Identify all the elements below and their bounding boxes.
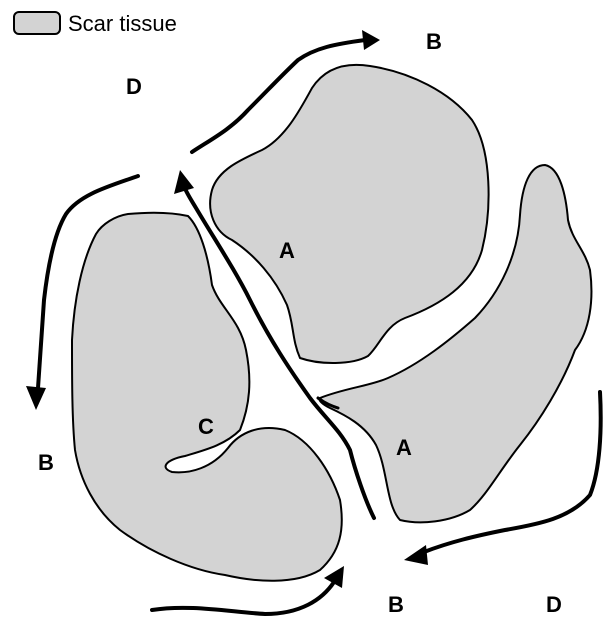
label-c: C (198, 414, 214, 439)
legend-label: Scar tissue (68, 11, 177, 36)
channel-bottom-arc (152, 582, 334, 614)
arrowhead-top-b (362, 30, 380, 50)
label-b-bottom: B (388, 592, 404, 617)
scar-region-upper-right (210, 65, 488, 363)
label-d-top-left: D (126, 74, 142, 99)
label-b-top: B (426, 29, 442, 54)
arrowhead-left-b (26, 386, 46, 410)
arrowhead-central-up (174, 170, 194, 194)
arrowhead-bottom-right (404, 545, 428, 565)
label-b-left: B (38, 450, 54, 475)
legend: Scar tissue (14, 11, 177, 36)
legend-swatch-scar-tissue (14, 12, 60, 34)
label-a-lower: A (396, 435, 412, 460)
label-d-bottom-right: D (546, 592, 562, 617)
label-a-upper: A (279, 238, 295, 263)
